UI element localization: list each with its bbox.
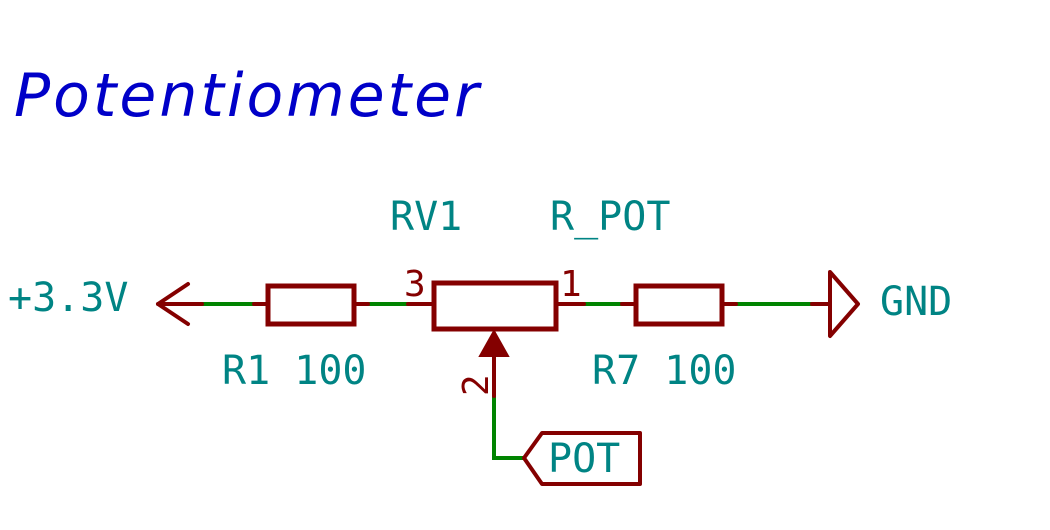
r7-body	[633, 283, 725, 327]
rv1-ref: RV1	[390, 194, 462, 240]
resistor-r1: R1 100	[222, 283, 370, 394]
pot-label-text: POT	[548, 436, 620, 482]
r1-ref-value: R1 100	[222, 348, 367, 394]
resistor-r7: R7 100	[592, 283, 738, 394]
r1-body	[265, 283, 357, 327]
rv1-pin1-number: 1	[560, 264, 582, 305]
power-symbol: +3.3V	[8, 275, 204, 326]
wire-wiper-pot	[492, 396, 524, 460]
power-net-label: +3.3V	[8, 275, 128, 321]
ground-net-label: GND	[880, 279, 952, 325]
schematic-title: Potentiometer	[14, 61, 482, 131]
pot-net-label: POT	[522, 431, 642, 486]
pot-label-flag-icon	[522, 431, 642, 486]
potentiometer-rv1: RV1 R_POT 3 1 2	[390, 194, 670, 398]
ground-symbol: GND	[810, 270, 952, 338]
rv1-value: R_POT	[550, 194, 670, 240]
ground-arrow-icon	[828, 270, 860, 338]
r7-ref-value: R7 100	[592, 348, 737, 394]
rv1-body	[431, 280, 559, 332]
wiper-arrow-icon	[478, 328, 510, 357]
rv1-pin3-number: 3	[404, 264, 426, 305]
rv1-pin2-number: 2	[456, 374, 497, 396]
